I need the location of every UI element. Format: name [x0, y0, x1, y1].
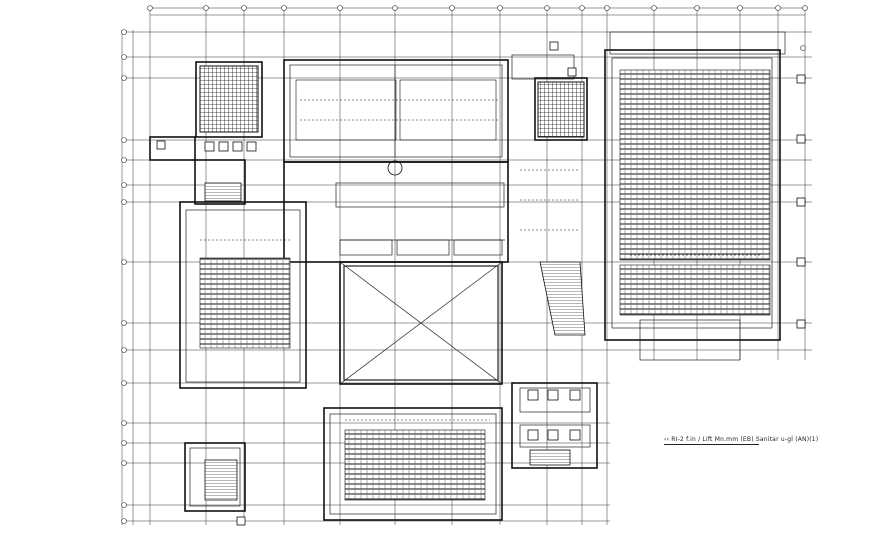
drawing-caption: ‹‹ RI-2 f.in / Lift Mn.mm (EB) Sanitar u… [664, 436, 819, 443]
caption-underline [664, 444, 759, 445]
staircases [204, 182, 586, 501]
toilet-blocks [199, 65, 585, 138]
thin-walls [185, 31, 786, 515]
seating [199, 69, 771, 501]
fixtures [156, 41, 806, 526]
walls [149, 49, 781, 521]
atrium-opening [339, 261, 503, 385]
fixture-lines [200, 99, 760, 421]
